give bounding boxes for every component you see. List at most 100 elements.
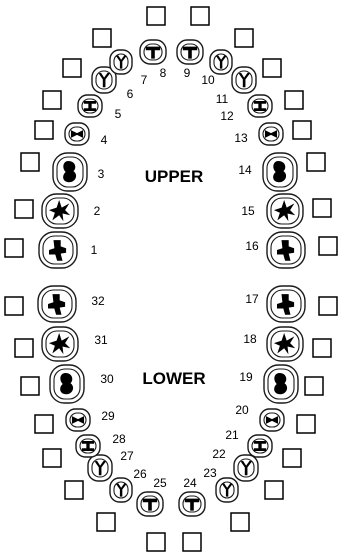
tooth-32 [38,286,76,322]
tooth-number-label: 18 [243,332,257,346]
tooth-12-checkbox[interactable] [285,91,303,109]
tooth-4-checkbox[interactable] [35,121,53,139]
tooth-22 [234,455,258,481]
tooth-number-label: 6 [127,87,134,101]
tooth-8-checkbox[interactable] [147,7,165,25]
tooth-24 [179,492,205,516]
tooth-number-label: 11 [216,92,229,106]
tooth-number-label: 12 [220,109,234,123]
tooth-number-label: 23 [203,466,217,480]
tooth-19 [264,365,298,403]
tooth-4 [65,123,89,145]
tooth-10 [210,50,232,74]
tooth-18-checkbox[interactable] [313,339,331,357]
tooth-9 [177,40,203,64]
tooth-16 [267,232,305,268]
tooth-number-label: 26 [133,467,147,481]
tooth-10-checkbox[interactable] [235,29,253,47]
tooth-25 [137,492,163,516]
tooth-number-label: 25 [153,476,167,490]
tooth-number-label: 1 [91,243,98,257]
tooth-24-checkbox[interactable] [183,533,201,551]
tooth-number-label: 24 [183,476,197,490]
tooth-26 [110,478,132,502]
tooth-17-checkbox[interactable] [319,297,337,315]
tooth-number-label: 20 [235,403,249,417]
tooth-number-label: 4 [101,133,108,147]
tooth-28 [76,435,100,457]
tooth-6-checkbox[interactable] [63,59,81,77]
tooth-20-checkbox[interactable] [297,415,315,433]
tooth-number-label: 2 [94,204,101,218]
tooth-number-label: 16 [245,239,259,253]
tooth-number-label: 27 [120,449,134,463]
tooth-number-label: 29 [101,409,115,423]
tooth-31 [42,327,78,361]
tooth-27-checkbox[interactable] [65,481,83,499]
tooth-13 [259,123,283,145]
tooth-number-label: 8 [160,66,167,80]
tooth-number-label: 7 [141,73,148,87]
number-layer: 1234567891011121314151617181920212223242… [91,66,259,490]
tooth-number-label: 32 [91,294,105,308]
tooth-2-checkbox[interactable] [15,200,33,218]
tooth-13-checkbox[interactable] [293,121,311,139]
tooth-number-label: 9 [184,66,191,80]
tooth-3-checkbox[interactable] [21,153,39,171]
tooth-number-label: 19 [239,370,253,384]
lower-arch-label: LOWER [142,369,205,388]
tooth-number-label: 31 [94,333,108,347]
tooth-32-checkbox[interactable] [5,297,23,315]
tooth-2 [42,194,78,228]
tooth-26-checkbox[interactable] [97,513,115,531]
tooth-number-label: 30 [100,372,114,386]
tooth-15 [267,194,303,228]
tooth-21-checkbox[interactable] [283,449,301,467]
tooth-29 [66,409,90,431]
tooth-29-checkbox[interactable] [35,415,53,433]
tooth-number-label: 17 [245,292,259,306]
tooth-11 [232,67,256,93]
tooth-1-checkbox[interactable] [5,239,23,257]
tooth-25-checkbox[interactable] [147,533,165,551]
tooth-31-checkbox[interactable] [15,339,33,357]
tooth-number-label: 3 [98,167,105,181]
tooth-15-checkbox[interactable] [313,199,331,217]
tooth-7-checkbox[interactable] [93,29,111,47]
tooth-number-label: 28 [112,432,126,446]
tooth-22-checkbox[interactable] [265,481,283,499]
tooth-5-checkbox[interactable] [43,91,61,109]
tooth-21 [248,435,272,457]
tooth-27 [88,455,112,481]
checkbox-layer [5,7,337,551]
tooth-17 [267,286,305,322]
tooth-19-checkbox[interactable] [305,377,323,395]
tooth-1 [39,232,77,268]
tooth-number-label: 13 [234,131,248,145]
tooth-number-label: 14 [238,163,252,177]
tooth-23-checkbox[interactable] [231,513,249,531]
tooth-7 [110,50,132,74]
tooth-23 [216,478,238,502]
tooth-number-label: 21 [225,428,239,442]
tooth-number-label: 10 [201,73,215,87]
tooth-number-label: 15 [241,204,255,218]
tooth-3 [53,153,87,191]
tooth-number-label: 22 [212,447,226,461]
tooth-5 [78,95,102,117]
tooth-16-checkbox[interactable] [319,237,337,255]
tooth-11-checkbox[interactable] [263,59,281,77]
tooth-14 [263,153,297,191]
tooth-14-checkbox[interactable] [307,153,325,171]
tooth-12 [248,95,272,117]
tooth-30-checkbox[interactable] [21,377,39,395]
tooth-8 [140,40,166,64]
tooth-20 [260,409,284,431]
tooth-30 [50,365,84,403]
tooth-9-checkbox[interactable] [191,7,209,25]
teeth-layer [38,40,305,516]
upper-arch-label: UPPER [145,167,204,186]
tooth-number-label: 5 [115,107,122,121]
tooth-28-checkbox[interactable] [43,449,61,467]
